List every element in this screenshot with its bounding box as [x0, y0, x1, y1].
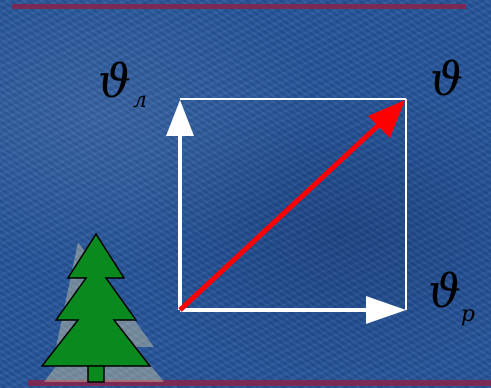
resultant-vector-arrowhead	[368, 100, 405, 138]
left-component-arrowhead	[166, 100, 194, 136]
resultant-vector-shaft	[178, 118, 386, 312]
bottom-divider-bar	[28, 380, 491, 386]
left-component-label: ϑл	[98, 58, 147, 112]
right-component-symbol: ϑ	[428, 264, 461, 318]
left-component-symbol: ϑ	[98, 54, 131, 108]
tree-icon	[40, 232, 164, 383]
left-component-subscript: л	[132, 88, 147, 113]
right-component-label: ϑp	[428, 268, 475, 326]
resultant-symbol: ϑ	[430, 52, 463, 106]
right-component-subscript: p	[460, 302, 475, 327]
resultant-label: ϑ	[430, 56, 463, 102]
right-component-arrowhead	[366, 296, 406, 324]
top-divider-bar	[12, 4, 466, 9]
